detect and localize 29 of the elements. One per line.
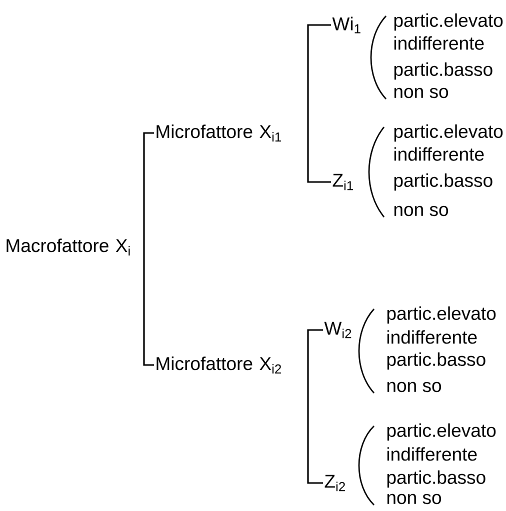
- option-label: non so: [387, 494, 442, 504]
- tree-connector: [307, 365, 323, 484]
- option-label: indifferente: [387, 447, 477, 461]
- node-label: Wi$_{1}$: [332, 16, 360, 34]
- tree-connector: [307, 24, 331, 133]
- option-label: partic.elevato: [394, 124, 503, 142]
- option-label: indifferente: [394, 36, 484, 50]
- node-label: Macrofattore X$_{i}$: [6, 238, 130, 256]
- node-label: Z$_{i1}$: [332, 174, 353, 190]
- option-label: non so: [387, 382, 442, 392]
- node-label: W$_{i2}$: [324, 322, 352, 338]
- node-label: Microfattore X$_{i2}$: [156, 356, 281, 374]
- option-label: partic.basso: [394, 173, 492, 191]
- tree-connector: [143, 247, 154, 366]
- option-label: non so: [394, 206, 448, 216]
- tree-connector: [143, 132, 154, 247]
- option-label: partic.basso: [387, 352, 486, 370]
- option-label: partic.basso: [387, 470, 486, 488]
- option-label: partic.elevato: [387, 423, 496, 441]
- option-label: indifferente: [394, 147, 484, 161]
- option-label: partic.basso: [394, 62, 492, 80]
- option-label: partic.elevato: [394, 13, 503, 31]
- node-label: Microfattore X$_{i1}$: [156, 124, 282, 142]
- option-label: non so: [394, 88, 448, 98]
- tree-connector: [307, 329, 323, 365]
- tree-connector: [307, 133, 331, 183]
- option-label: indifferente: [387, 330, 477, 344]
- option-label: partic.elevato: [387, 306, 496, 324]
- node-label: Z$_{i2}$: [324, 474, 345, 492]
